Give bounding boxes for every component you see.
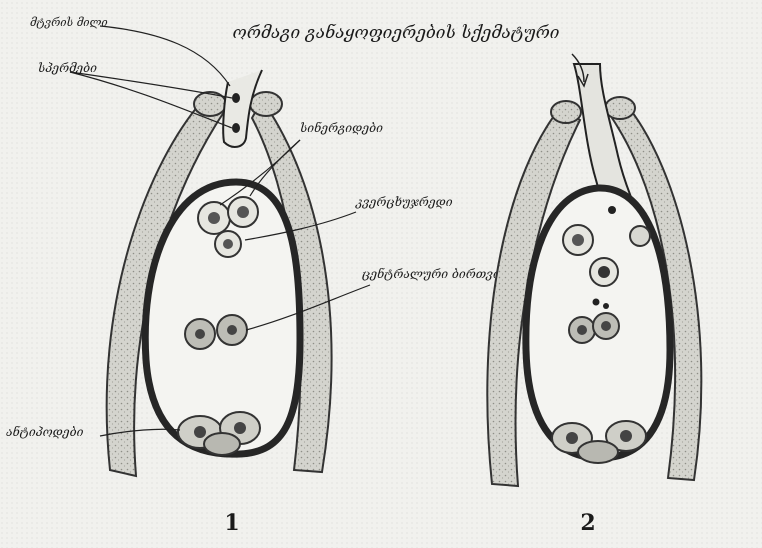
sperm-cell: [593, 299, 600, 306]
label-central-nuclei: ცენტრალური ბირთვი: [362, 266, 500, 281]
panel-number-1: 1: [224, 510, 239, 536]
panel-number-2: 2: [580, 510, 595, 536]
diagram-title: ორმაგი განაყოფიერების სქემატური: [233, 23, 560, 43]
label-egg-cell: კვერცხუჯრედი: [355, 195, 453, 209]
micropyle-right-lip: [250, 92, 282, 116]
label-pollen-tube: მტვრის მილი: [30, 16, 108, 29]
label-synergids: სინერგიდები: [300, 120, 383, 135]
label-sperm-cells: სპერმები: [38, 61, 97, 75]
sperm-cell: [232, 93, 240, 103]
sperm-cell: [232, 123, 240, 133]
sperm-cell: [608, 206, 616, 214]
micropyle-left-lip: [551, 101, 581, 123]
label-antipodals: ანტიპოდები: [6, 424, 84, 439]
micropyle-right-lip: [605, 97, 635, 119]
sperm-cell: [603, 303, 609, 309]
